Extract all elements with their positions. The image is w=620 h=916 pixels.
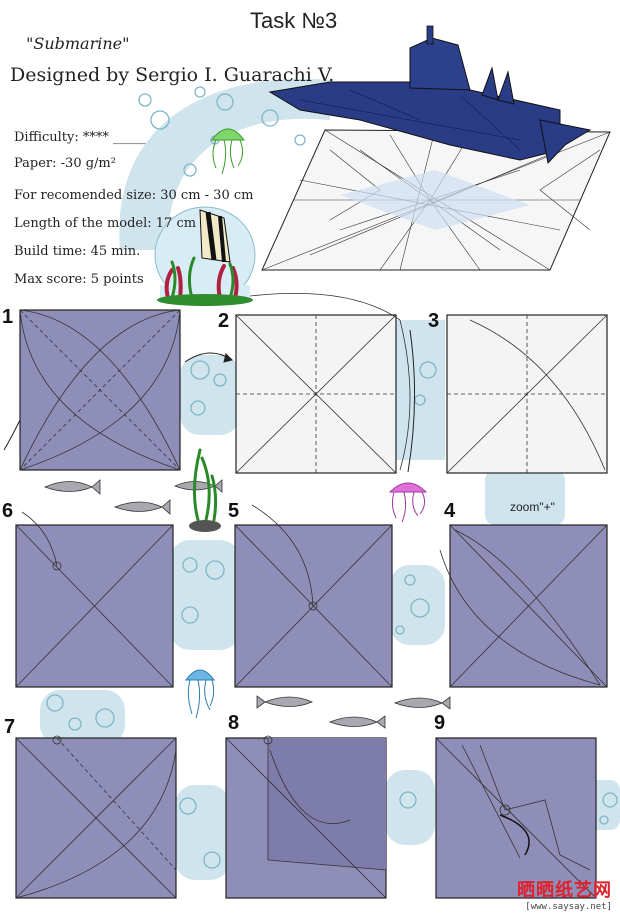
step-number: 6	[2, 500, 13, 523]
model-name: "Submarine"	[26, 34, 129, 53]
watermark-url: [www.saysay.net]	[517, 902, 612, 912]
task-title: Task №3	[250, 8, 337, 34]
step-number: 9	[434, 712, 445, 735]
step-2-diagram	[236, 293, 410, 473]
watermark-text: 晒晒纸艺网	[517, 876, 612, 902]
step-1-diagram	[20, 310, 180, 470]
step-3-diagram	[447, 315, 607, 473]
paper-label: Paper: -30 g/m²	[14, 156, 116, 171]
step-number: 3	[428, 310, 439, 333]
max-score-label: Max score: 5 points	[14, 272, 144, 287]
step-number: 8	[228, 712, 239, 735]
difficulty-label: Difficulty: **** _____	[14, 130, 146, 145]
step-number: 1	[2, 306, 13, 329]
step-9-diagram	[436, 738, 596, 898]
step-5-diagram	[235, 505, 392, 687]
step-number: 4	[444, 500, 455, 523]
designer-credit: Designed by Sergio I. Guarachi V.	[10, 64, 334, 86]
zoom-label: zoom"+"	[510, 500, 555, 514]
step-number: 2	[218, 310, 229, 333]
build-time-label: Build time: 45 min.	[14, 244, 140, 259]
watermark: 晒晒纸艺网 [www.saysay.net]	[517, 876, 612, 912]
step-6-diagram	[16, 512, 173, 687]
seaweed-icon	[189, 450, 221, 532]
step-number: 7	[4, 716, 15, 739]
step-8-diagram	[226, 736, 386, 898]
size-label: For recomended size: 30 cm - 30 cm	[14, 188, 253, 203]
length-label: Length of the model: 17 cm	[14, 216, 196, 231]
step-number: 5	[228, 500, 239, 523]
step-4-diagram	[440, 525, 607, 687]
step-7-diagram	[16, 736, 176, 898]
